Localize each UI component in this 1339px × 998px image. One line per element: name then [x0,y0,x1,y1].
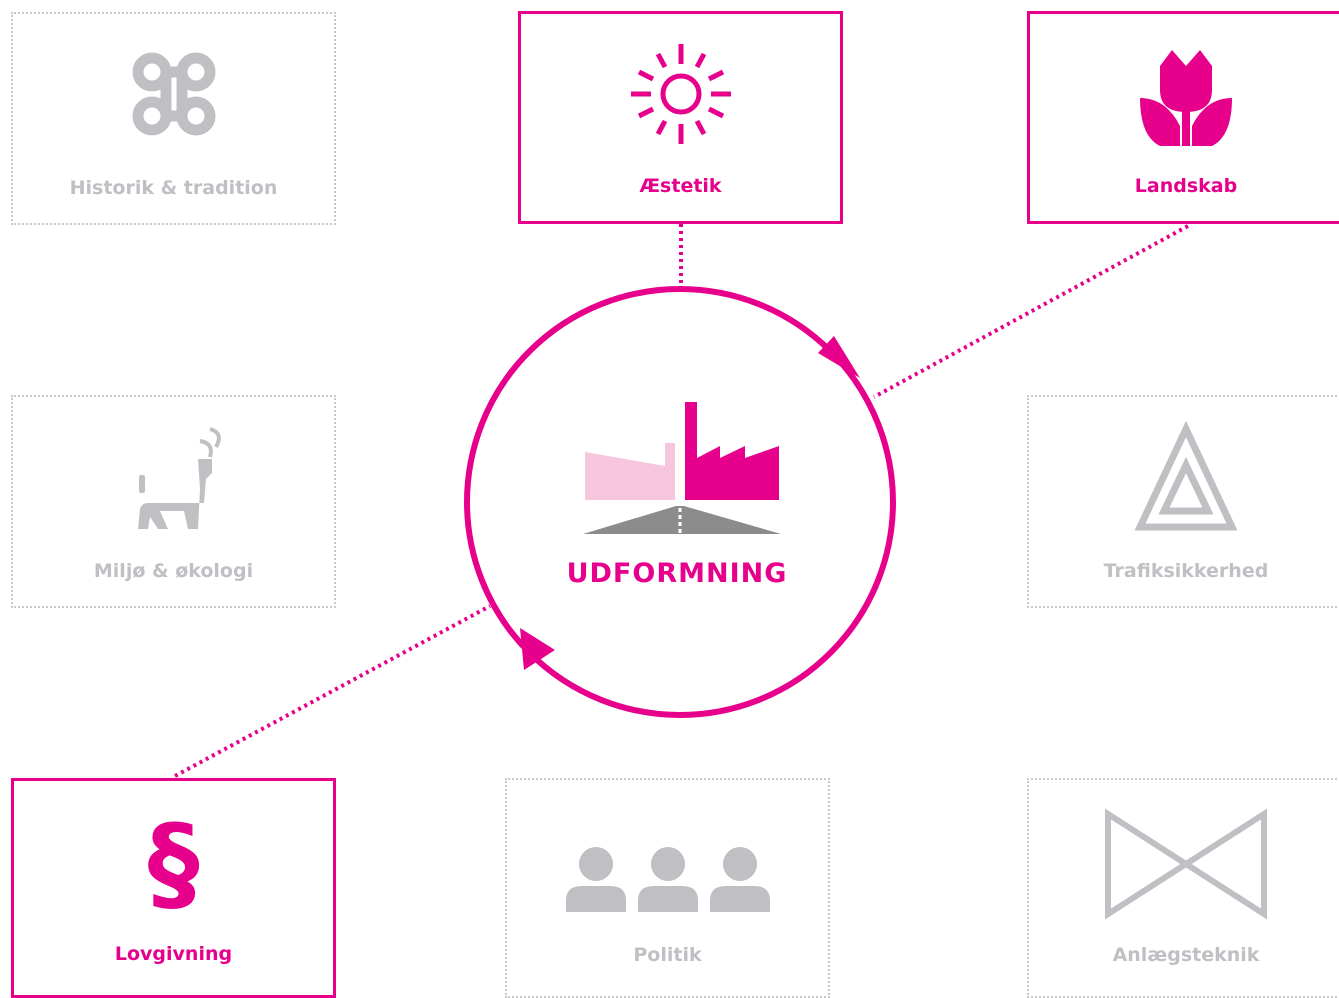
card-label: Lovgivning [114,943,233,965]
card-lovgivning[interactable]: § Lovgivning [11,778,336,998]
factory-road-icon [583,402,781,534]
card-label: Politik [633,944,702,966]
people-group-icon [507,802,828,922]
cycle-arrow-top-right [818,336,860,378]
card-label: Anlægsteknik [1112,944,1260,966]
warning-triangle-icon [1029,419,1339,539]
factory-dark-silhouette [685,402,779,500]
card-label: Landskab [1134,175,1238,197]
card-anlaegsteknik[interactable]: Anlægsteknik [1027,778,1339,998]
connector-lovgivning [174,604,491,778]
paragraph-sign-icon: § [14,803,333,923]
cycle-circle [464,286,896,718]
deer-icon [13,419,334,539]
sun-icon [521,36,840,156]
card-aestetik[interactable]: Æstetik [518,11,843,224]
card-label: Trafiksikkerhed [1103,560,1269,582]
tulip-icon [1030,36,1339,156]
paragraph-glyph: § [147,802,200,924]
card-label: Æstetik [639,175,722,197]
connector-landskab [873,224,1189,399]
card-politik[interactable]: Politik [505,778,830,998]
command-key-icon [13,36,334,156]
card-historik-tradition[interactable]: Historik & tradition [11,12,336,225]
card-landskab[interactable]: Landskab [1027,11,1339,224]
center-title: UDFORMNING [566,558,788,589]
cycle-arrow-bottom-left [520,628,555,670]
bowtie-valve-icon [1029,802,1339,922]
card-miljoe-oekologi[interactable]: Miljø & økologi [11,395,336,608]
card-label: Historik & tradition [69,177,278,199]
card-trafiksikkerhed[interactable]: Trafiksikkerhed [1027,395,1339,608]
road-surface [583,506,781,534]
factory-light-silhouette [585,443,675,500]
card-label: Miljø & økologi [93,560,254,582]
